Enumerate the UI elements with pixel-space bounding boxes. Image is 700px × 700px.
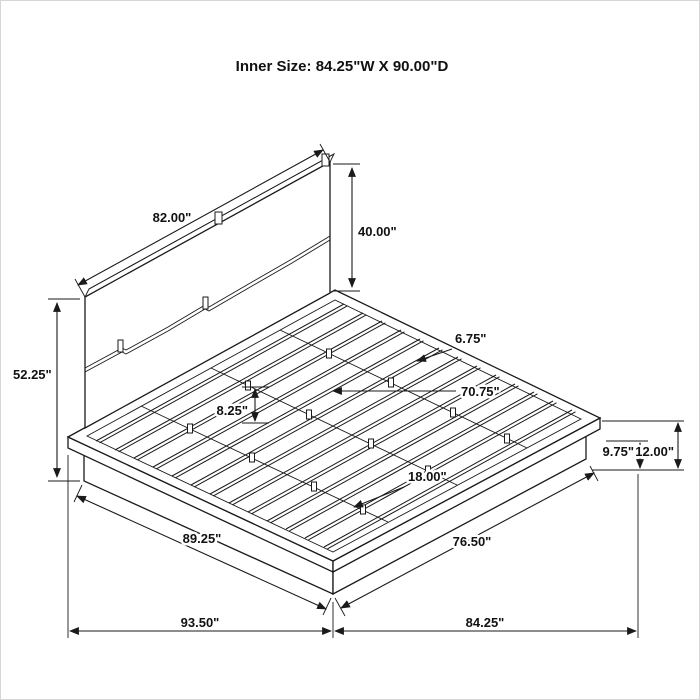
dimension-label: 52.25" — [13, 367, 52, 382]
dimension-label: 8.25" — [217, 403, 248, 418]
dimension-label: 18.00" — [408, 469, 447, 484]
dimension-overall-depth: 93.50" — [67, 455, 334, 638]
dimension-label: 89.25" — [183, 531, 222, 546]
dimension-label: 6.75" — [455, 331, 486, 346]
dimension-label: 82.00" — [153, 210, 192, 225]
dimension-label: 93.50" — [181, 615, 220, 630]
dimension-total-height: 52.25" — [11, 298, 80, 482]
dimension-front-rail: 76.50" — [334, 465, 599, 617]
dimension-label: 70.75" — [461, 384, 500, 399]
seam-clip — [117, 339, 124, 353]
dimension-overall-width: 84.25" — [334, 474, 639, 638]
dimension-headboard-width: 82.00" — [74, 143, 331, 298]
dimension-slat-detail: 6.75" — [416, 329, 489, 362]
dimension-label: 12.00" — [635, 444, 674, 459]
dimension-slat-length: 70.75" — [332, 382, 502, 402]
top-tab — [321, 153, 330, 167]
dimension-side-rail: 89.25" — [73, 484, 332, 616]
dimension-slat-spacing: 8.25" — [214, 386, 269, 424]
dimension-headboard-height: 40.00" — [333, 163, 399, 292]
top-tab — [214, 211, 223, 225]
dimension-label: 9.75" — [603, 444, 634, 459]
seam-clip — [202, 296, 209, 310]
dimension-platform-heights: 9.75" 12.00" — [592, 420, 684, 471]
diagram-title: Inner Size: 84.25"W X 90.00"D — [236, 58, 449, 75]
dimension-label: 40.00" — [358, 224, 397, 239]
dimension-label: 76.50" — [453, 534, 492, 549]
dimension-label: 84.25" — [466, 615, 505, 630]
